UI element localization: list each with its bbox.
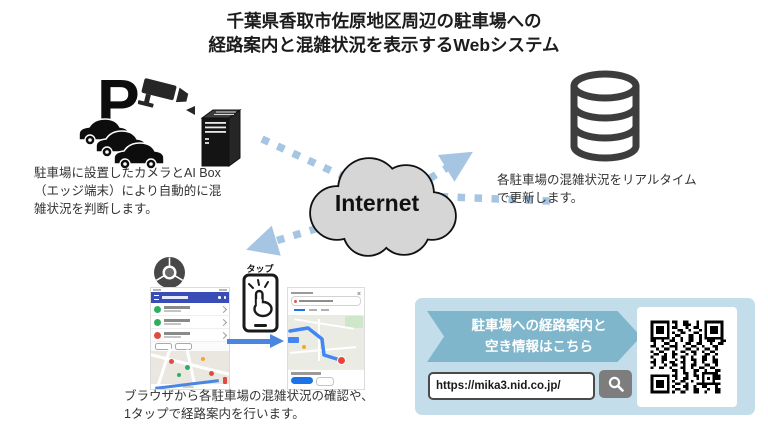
- banner-text: 駐車場への経路案内と 空き情報はこちら: [471, 318, 607, 354]
- tab-row: [151, 342, 229, 351]
- parked-cars-icon: [78, 118, 165, 170]
- qr-code: [637, 307, 737, 407]
- mini-map: [151, 347, 229, 389]
- parking-row: [151, 316, 229, 329]
- banner-ribbon: 駐車場への経路案内と 空き情報はこちら: [427, 311, 641, 362]
- database-icon: [570, 70, 640, 162]
- app-header: [151, 292, 229, 303]
- access-info-box: 駐車場への経路案内と 空き情報はこちら https://mika3.nid.co…: [415, 298, 755, 415]
- browser-caption: ブラウザから各駐車場の混雑状況の確認や、 1タップで経路案内を行います。: [124, 389, 374, 421]
- qr-code-icon: [648, 318, 726, 396]
- database-caption: 各駐車場の混雑状況をリアルタイム で更新します。: [497, 173, 697, 205]
- page-title: 千葉県香取市佐原地区周辺の駐車場への 経路案内と混雑状況を表示するWebシステム: [208, 11, 560, 56]
- chrome-icon: [154, 257, 185, 288]
- route-map: [288, 315, 364, 369]
- search-button[interactable]: [599, 370, 632, 398]
- maps-footer: [288, 369, 364, 389]
- transition-arrow: [227, 334, 284, 348]
- footer-bar: [151, 384, 229, 389]
- parking-row: [151, 329, 229, 342]
- maps-header: [288, 288, 364, 315]
- internet-cloud: [309, 157, 457, 257]
- route-map-screenshot: [287, 287, 365, 390]
- magnifier-icon: [608, 376, 624, 392]
- cctv-camera-icon: [138, 78, 195, 115]
- url-field[interactable]: https://mika3.nid.co.jp/: [428, 372, 595, 400]
- congestion-list-screenshot: [150, 287, 230, 390]
- ai-box-server-icon: [200, 109, 242, 167]
- status-bar: [151, 288, 229, 292]
- parking-row: [151, 303, 229, 316]
- edge-caption: 駐車場に設置したカメラとAI Box （エッジ端末）により自動的に混 雑状況を判…: [34, 166, 222, 216]
- smartphone-tap-icon: [242, 273, 279, 333]
- arrow-edge-to-database: [260, 135, 473, 205]
- tap-label: タップ: [246, 264, 274, 274]
- internet-label: Internet: [334, 190, 420, 216]
